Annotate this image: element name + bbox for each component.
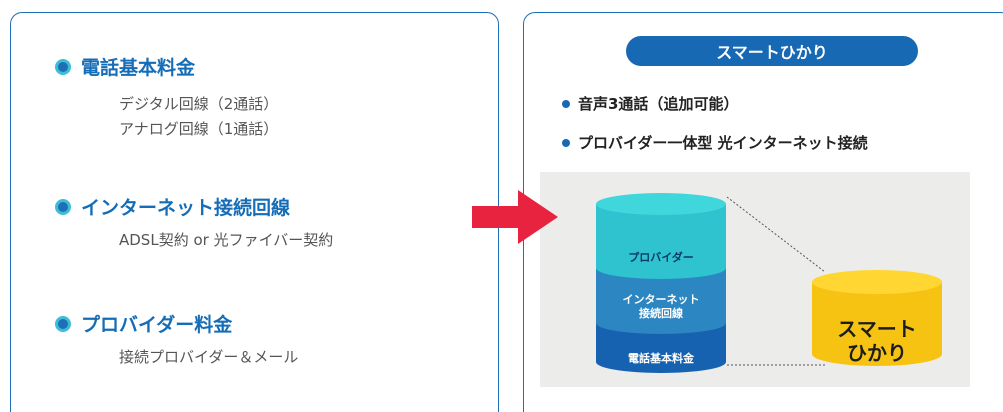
section-internet-line: インターネット接続回線 ADSL契約 or 光ファイバー契約 (55, 193, 333, 253)
bullet-icon (55, 58, 71, 75)
bullet-icon (55, 198, 71, 215)
feature-text: プロバイダー一体型 光インターネット接続 (578, 134, 868, 152)
stack-label-provider: プロバイダー (628, 251, 694, 264)
bullet-icon (55, 315, 71, 332)
bullet-icon (562, 138, 570, 147)
diagram-graphics (596, 193, 942, 373)
section-title: 電話基本料金 (55, 53, 278, 80)
stack-label-internet-line2: 接続回線 (639, 307, 683, 320)
sub-line: アナログ回線（1通話） (119, 120, 279, 138)
result-label-line2: ひかり (847, 341, 907, 365)
cylinder-top-layer (596, 204, 726, 279)
arrow-right-icon (472, 190, 558, 244)
section-phone-basic: 電話基本料金 デジタル回線（2通話） アナログ回線（1通話） (55, 53, 278, 142)
right-panel: スマートひかり 音声3通話（追加可能） プロバイダー一体型 光インターネット接続… (523, 12, 1003, 412)
sub-line: デジタル回線（2通話） (119, 95, 279, 113)
service-diagram: プロバイダー インターネット 接続回線 電話基本料金 スマート ひかり (540, 172, 970, 387)
cylinder-middle-layer (596, 268, 726, 334)
section-title-text: プロバイダー料金 (81, 314, 233, 336)
feature-text: 音声3通話（追加可能） (578, 95, 739, 113)
result-cylinder-body (812, 282, 942, 366)
sub-line: 接続プロバイダー＆メール (119, 348, 299, 366)
result-label-line1: スマート (837, 317, 917, 341)
stack-label-phone-basic: 電話基本料金 (628, 352, 694, 365)
cylinder-cap (596, 193, 726, 215)
result-label: スマート ひかり (812, 317, 942, 365)
left-panel: 電話基本料金 デジタル回線（2通話） アナログ回線（1通話） インターネット接続… (10, 12, 499, 412)
cylinder-bottom-layer (596, 323, 726, 373)
feature-item: 音声3通話（追加可能） (562, 93, 738, 114)
stack-label-internet: インターネット 接続回線 (596, 293, 726, 321)
sub-line: ADSL契約 or 光ファイバー契約 (119, 231, 334, 249)
section-title: プロバイダー料金 (55, 310, 298, 337)
section-title: インターネット接続回線 (55, 193, 333, 220)
section-provider-fee: プロバイダー料金 接続プロバイダー＆メール (55, 310, 298, 370)
bullet-icon (562, 99, 570, 108)
result-cylinder-cap (812, 270, 942, 294)
stack-label-internet-line1: インターネット (622, 293, 700, 306)
section-title-text: 電話基本料金 (81, 57, 196, 79)
smart-hikari-pill: スマートひかり (626, 36, 918, 66)
section-title-text: インターネット接続回線 (81, 197, 291, 219)
dotted-connector-top (726, 196, 826, 273)
feature-item: プロバイダー一体型 光インターネット接続 (562, 132, 868, 153)
